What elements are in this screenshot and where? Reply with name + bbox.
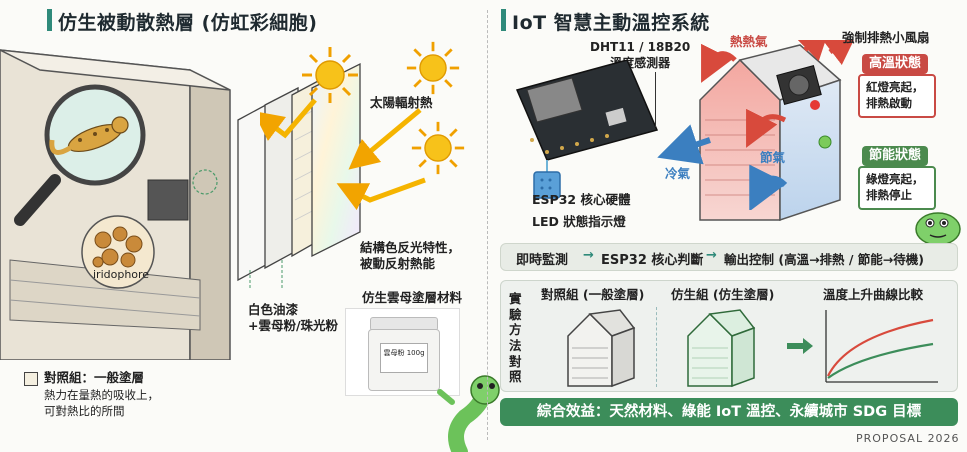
title-accent-bar	[501, 9, 506, 31]
bionic-box-label: 仿生組 (仿生塗層)	[671, 287, 775, 302]
high-temp-status-desc: 紅燈亮起， 排熱啟動	[858, 74, 936, 118]
summary-banner: 綜合效益：天然材料、綠能 IoT 溫控、永續城市 SDG 目標	[500, 398, 958, 426]
hot-air-label: 熱熱氣	[730, 34, 768, 49]
sun-icon	[411, 121, 465, 175]
control-house-model	[567, 309, 636, 388]
save-label: 節氣	[760, 150, 786, 165]
flow-step-1: 即時監測	[516, 253, 569, 268]
esp32-board-icon	[515, 60, 659, 199]
flow-step-3: 輸出控制 (高溫→排熱 / 節能→待機)	[724, 252, 924, 267]
footer-label: PROPOSAL 2026	[856, 432, 960, 445]
control-group-legend: 對照組：一般塗層 熱力在量熱的吸收上， 可對熱比的所間	[18, 368, 198, 426]
title-accent-bar	[47, 9, 52, 31]
control-box-label: 對照組 (一般塗層)	[541, 287, 645, 302]
iridophore-zoom-icon	[81, 215, 155, 289]
smart-house-model	[699, 44, 842, 222]
control-flow-bar: 即時監測 → ESP32 核心判斷 → 輸出控制 (高溫→排熱 / 節能→待機)	[500, 243, 958, 271]
right-panel-title: IoT 智慧主動溫控系統	[512, 12, 710, 34]
curve-label: 溫度上升曲線比較	[823, 287, 924, 302]
gecko-mascot-icon	[915, 212, 961, 246]
solar-radiation-label: 太陽輻射熱	[370, 95, 433, 110]
airflow-arrows	[657, 40, 859, 210]
experiment-divider	[656, 307, 657, 387]
energy-saving-status-title: 節能狀態	[862, 146, 928, 166]
left-panel-title: 仿生被動散熱層 (仿虹彩細胞)	[58, 12, 318, 34]
iridophore-label: iridophore	[93, 268, 150, 281]
esp32-label: ESP32 核心硬體	[532, 192, 631, 207]
experiment-vertical-title: 實驗方法對照	[509, 291, 522, 385]
bionic-house-model	[687, 309, 756, 388]
mica-jar-photo: 雲母粉 100g	[345, 308, 460, 396]
solar-ray-arrows	[260, 98, 426, 211]
flow-arrow-2: →	[706, 248, 717, 263]
structural-color-label: 結構色反光特性， 被動反射熱能	[360, 240, 461, 272]
arrow-right-icon	[787, 338, 813, 354]
energy-saving-status-desc: 綠燈亮起， 排熱停止	[858, 166, 936, 210]
fan-label: 強制排熱小風扇	[842, 30, 930, 45]
sensor-leader-line	[655, 72, 656, 127]
cold-air-label: 冷氣	[665, 166, 691, 181]
led-label: LED 狀態指示燈	[532, 214, 626, 229]
sun-icon	[302, 47, 358, 103]
white-paint-label: 白色油漆 +雲母粉/珠光粉	[248, 302, 339, 334]
flow-step-2: ESP32 核心判斷	[601, 253, 704, 268]
mica-coating-label: 仿生雲母塗層材料	[362, 290, 463, 305]
jar-label: 雲母粉 100g	[380, 343, 428, 373]
flow-arrow-1: →	[583, 248, 594, 263]
sun-icon	[406, 41, 460, 95]
temperature-curve-chart	[825, 310, 938, 383]
magnifier-gecko	[14, 84, 146, 226]
high-temp-status-title: 高溫狀態	[862, 54, 928, 74]
control-group-desc: 熱力在量熱的吸收上， 可對熱比的所間	[44, 388, 159, 418]
control-group-swatch	[24, 372, 38, 386]
control-group-label: 對照組：一般塗層	[44, 370, 145, 385]
panel-divider	[487, 10, 488, 440]
gecko-mascot-icon	[437, 375, 500, 452]
